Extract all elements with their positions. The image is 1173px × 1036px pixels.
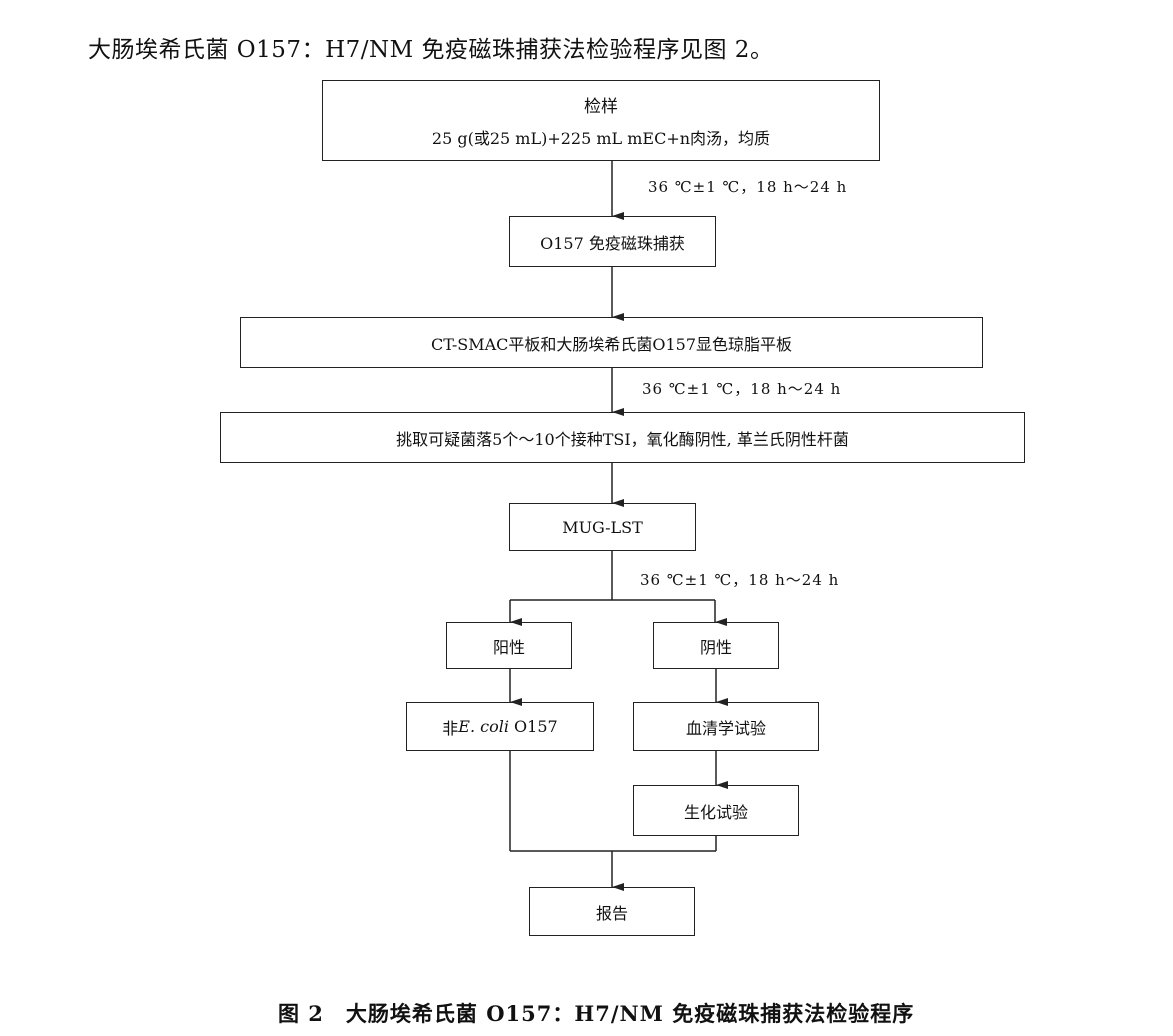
incubation-label-1: 36 ℃±1 ℃，18 h～24 h [648, 178, 848, 196]
sample-detail: 25 g(或25 mL)+225 mL mEC+n肉汤，均质 [431, 129, 771, 148]
negative-box: 阴性 [653, 622, 779, 669]
serology-box: 血清学试验 [633, 702, 819, 751]
mug-box: MUG-LST [509, 503, 696, 551]
o157-suffix: O157 [508, 717, 558, 736]
incubation-label-2: 36 ℃±1 ℃，18 h～24 h [642, 380, 842, 398]
biochem-box: 生化试验 [633, 785, 799, 836]
pick-box: 挑取可疑菌落5个～10个接种TSI，氧化酶阴性, 革兰氏阴性杆菌 [220, 412, 1025, 463]
figure-caption: 图 2 大肠埃希氏菌 O157：H7/NM 免疫磁珠捕获法检验程序 [278, 1001, 915, 1026]
intro-text: 大肠埃希氏菌 O157：H7/NM 免疫磁珠捕获法检验程序见图 2。 [88, 37, 774, 63]
ecoli-italic: E. coli [458, 717, 509, 736]
non-prefix: 非 [442, 718, 459, 738]
positive-box: 阳性 [446, 622, 572, 669]
incubation-label-3: 36 ℃±1 ℃，18 h～24 h [640, 571, 840, 589]
plate-box: CT-SMAC平板和大肠埃希氏菌O157显色琼脂平板 [240, 317, 983, 368]
capture-box: O157 免疫磁珠捕获 [509, 216, 716, 267]
report-box: 报告 [529, 887, 695, 936]
sample-title: 检样 [584, 97, 618, 117]
sample-box: 检样 25 g(或25 mL)+225 mL mEC+n肉汤，均质 [322, 80, 880, 161]
